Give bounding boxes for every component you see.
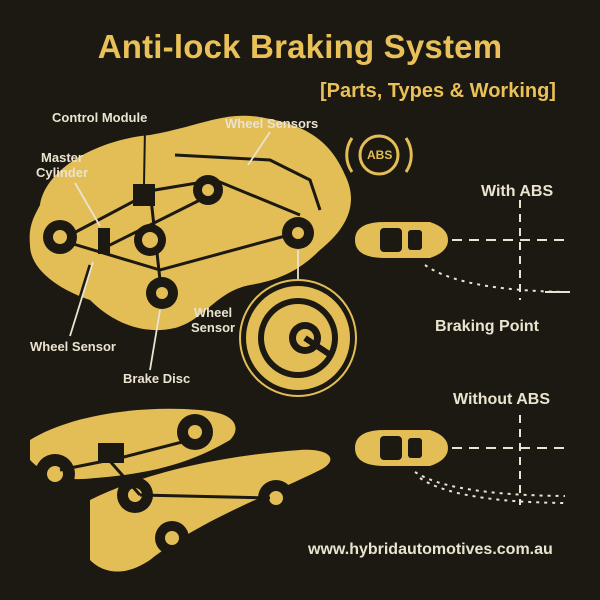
wheel-sensor-zoom	[239, 279, 357, 397]
label-with-abs: With ABS	[481, 183, 554, 200]
page-title: Anti-lock Braking System	[97, 28, 503, 65]
with-abs-paths	[424, 200, 570, 300]
car-without-abs	[355, 430, 448, 466]
master-cylinder	[98, 228, 110, 254]
without-abs-paths	[414, 415, 566, 505]
label-wheel-sensor-zoom: Wheel Sensor	[191, 305, 235, 335]
control-module-box	[133, 184, 155, 206]
car-body-top	[29, 115, 351, 331]
floor-bottom	[90, 449, 331, 572]
label-wheel: Wheel	[193, 305, 233, 320]
abs-warning-icon	[345, 134, 413, 176]
label-master-cylinder: Master Cylinder	[36, 150, 88, 180]
label-wheel-sensors: Wheel Sensors	[225, 116, 319, 131]
module-box-bottom	[98, 443, 124, 463]
label-sensor: Sensor	[191, 320, 236, 335]
label-wheel-sensor-left: Wheel Sensor	[30, 339, 116, 354]
label-cylinder: Cylinder	[36, 165, 89, 180]
label-brake-disc: Brake Disc	[123, 371, 191, 386]
label-without-abs: Without ABS	[453, 391, 551, 408]
label-braking-point: Braking Point	[435, 318, 540, 335]
wheels-bottom	[35, 414, 294, 555]
leader-control	[143, 127, 146, 185]
label-master: Master	[41, 150, 83, 165]
car-with-abs	[355, 222, 448, 258]
page-subtitle: [Parts, Types & Working]	[320, 80, 556, 102]
abs-icon-text: ABS	[367, 148, 393, 162]
website-url: www.hybridautomotives.com.au	[308, 541, 553, 558]
wheels-top	[43, 175, 314, 309]
label-control-module: Control Module	[52, 110, 148, 125]
car-frame-top	[59, 153, 322, 347]
